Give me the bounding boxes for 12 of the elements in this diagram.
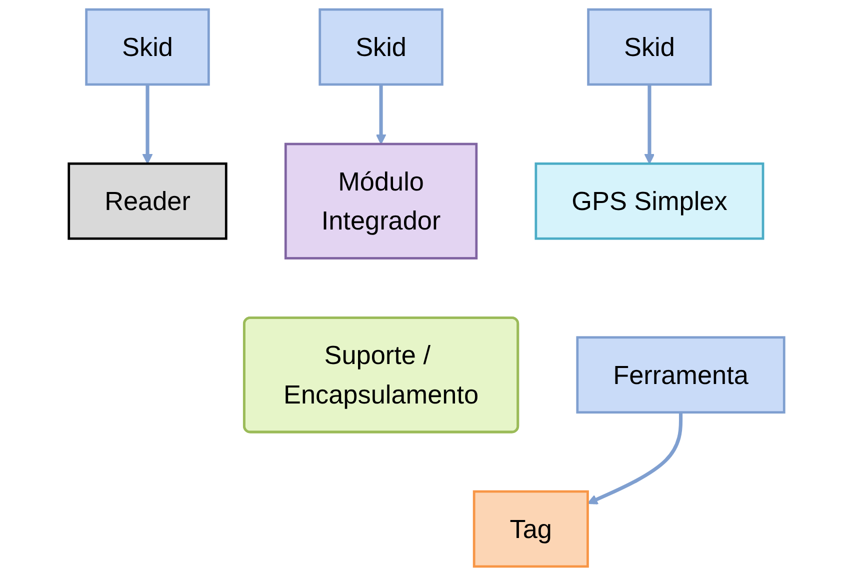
node-box: Skid: [587, 8, 712, 86]
arrow: [644, 84, 655, 164]
arrow: [142, 84, 153, 164]
node-box: Módulo Integrador: [284, 142, 478, 260]
arrow: [587, 412, 683, 504]
node-box: GPS Simplex: [534, 162, 764, 240]
node-box: Tag: [472, 490, 589, 568]
node-box: Skid: [318, 8, 444, 86]
node-box: Reader: [68, 162, 228, 240]
node-box: Ferramenta: [576, 336, 786, 414]
arrow: [376, 84, 386, 144]
node-box: Skid: [85, 8, 210, 86]
